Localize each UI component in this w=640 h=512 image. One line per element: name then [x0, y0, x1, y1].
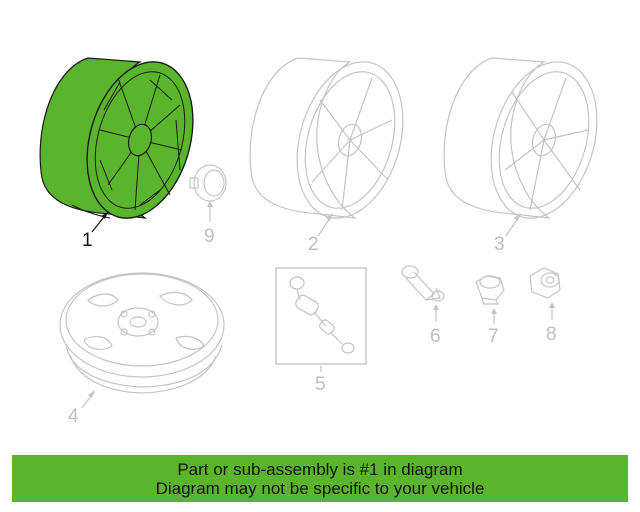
part-4-spare-wheel[interactable]	[59, 272, 225, 409]
callout-4: 4	[68, 406, 79, 427]
callout-8: 8	[546, 324, 557, 345]
callout-3: 3	[494, 234, 505, 255]
part-3-wheel[interactable]	[443, 49, 614, 237]
banner-line-1: Part or sub-assembly is #1 in diagram	[177, 459, 463, 479]
part-8-locking-lug-nut[interactable]	[529, 267, 561, 320]
callout-2: 2	[308, 234, 319, 255]
banner-line-2: Diagram may not be specific to your vehi…	[155, 478, 485, 498]
info-banner: Part or sub-assembly is #1 in diagram Di…	[12, 455, 628, 502]
callout-6: 6	[430, 326, 441, 347]
parts-diagram: 1 9 2 3	[39, 49, 614, 427]
part-6-valve-stem[interactable]	[401, 265, 445, 322]
callout-7: 7	[488, 326, 499, 347]
callout-5: 5	[315, 374, 326, 395]
part-9-center-cap[interactable]	[189, 164, 227, 222]
callout-1-leader	[91, 211, 109, 233]
part-1-wheel[interactable]	[39, 49, 210, 230]
part-2-wheel[interactable]	[249, 49, 420, 237]
callout-1: 1	[82, 230, 93, 251]
part-7-lug-nut[interactable]	[475, 275, 505, 324]
callout-9: 9	[204, 226, 215, 247]
part-5-tpms-sensor[interactable]	[275, 267, 367, 372]
